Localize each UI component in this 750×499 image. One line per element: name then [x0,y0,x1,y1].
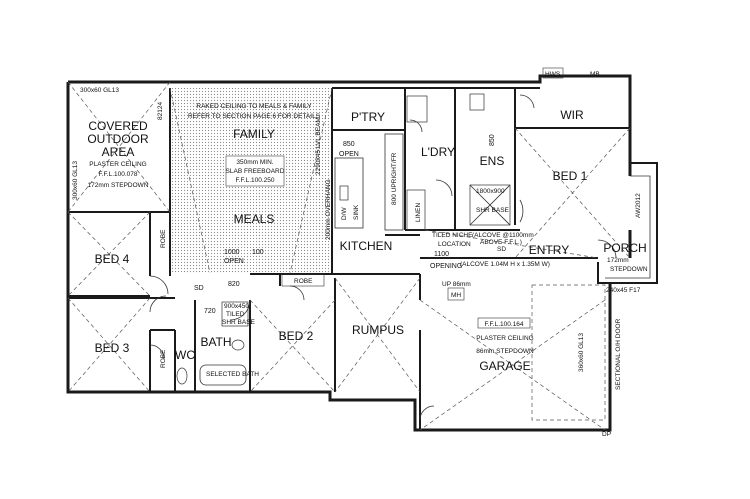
room-bed2: BED 2 [279,329,314,343]
room-entry: ENTRY [529,243,569,257]
note-opening-1100: 1100 [434,251,449,258]
room-laundry: L'DRY [421,145,455,159]
kitchen-bench [334,95,428,231]
room-bed1: BED 1 [553,169,588,183]
note-oh-door: SECTIONAL O/H DOOR [615,318,622,390]
note-robe-bed2: ROBE [294,278,313,285]
note-vertical-beam: 82124 [157,102,164,120]
internal-walls [68,87,630,430]
note-garage-ceiling: PLASTER CEILING [476,335,533,342]
room-bed3: BED 3 [95,341,130,355]
room-wc: WC [175,348,195,362]
room-bath: BATH [200,335,231,349]
note-tiled-niche: TILED NICHE [432,232,473,239]
note-outdoor-ffl: F.F.L.100.078 [98,171,137,178]
door-swings [149,94,617,421]
note-robe-bed4: ROBE [160,229,167,248]
note-porch-stepdown: 172mm [607,257,629,264]
door-720-a: 720 [204,308,216,315]
note-dw: D/W [341,207,348,221]
note-shower: 1800x900 [476,188,505,195]
ceiling-lines [67,81,631,431]
room-family: FAMILY [233,127,275,141]
note-meals-1000: 1000 [224,249,240,256]
room-covered-outdoor-line2: OUTDOOR [87,132,149,146]
room-pantry: P'TRY [351,110,385,124]
note-hws: HWS [545,71,561,78]
note-raked-1: RAKED CEILING TO MEALS & FAMILY [196,103,312,110]
note-shr-base: SHR BASE [476,207,510,214]
note-mb: MB [590,71,600,78]
room-rumpus: RUMPUS [352,323,404,337]
note-opening-label: OPENING [430,263,462,270]
porch-outline [597,162,658,284]
note-lvl-beam: 2290x45 LVL BEAM [315,117,322,175]
note-above-ffl: ABOVE F.F.L.) [480,239,522,246]
note-outdoor-ceiling: PLASTER CEILING [89,161,146,168]
note-location: LOCATION [438,241,471,248]
note-mh: MH [451,292,461,299]
note-vanity: 900x450 [224,303,249,310]
outer-walls [66,74,632,432]
room-garage: GARAGE [479,359,530,373]
room-ensuite: ENS [480,154,505,168]
note-aw: AW2012 [635,193,642,218]
room-kitchen: KITCHEN [340,239,393,253]
hws-box [542,67,564,79]
note-garage-ffl: F.F.L.100.164 [484,321,523,328]
note-pantry-850: 850 [343,141,355,148]
note-up-86: UP 86mm [442,281,471,288]
note-porch-beam: 240x45 F17 [606,287,641,294]
note-linen: LINEN [415,203,422,222]
note-bath-selected: SELECTED BATH [206,371,259,378]
note-sd-entry: SD [497,246,506,253]
room-covered-outdoor-line1: COVERED [88,119,148,133]
note-upright: 800 UPRIGHT/FR [391,152,398,205]
note-meals-100: 100 [252,249,264,256]
note-alcove: (ALCOVE @1100mm [472,232,534,239]
note-outdoor-side-beam: 300x60 GL13 [72,161,79,200]
robe-bed2 [281,273,325,287]
note-vanity-3: SHR BASE [222,319,256,326]
garage-ffl-box [477,317,531,329]
note-outdoor-beam: 300x60 GL13 [80,87,119,94]
slab-note-box [225,155,285,187]
note-slab-2: SLAB FREEBOARD [226,168,285,175]
note-raked-2: REFER TO SECTION PAGE 6 FOR DETAILS [188,113,321,120]
note-slab-3: F.F.L.100.250 [235,177,274,184]
room-meals: MEALS [234,212,275,226]
room-wir: WIR [560,108,584,122]
room-porch: PORCH [603,241,646,255]
note-robe-bed3: ROBE [160,349,167,368]
note-sink: SINK [353,204,360,220]
note-garage-stepdown: 86mm STEPDOWN [476,348,534,355]
fixtures [176,93,511,386]
note-sd-hall: SD [194,285,204,292]
note-vanity-2: TILED [226,311,245,318]
note-porch-stepdown-2: STEPDOWN [610,266,648,273]
note-outdoor-stepdown: 172mm STEPDOWN [87,182,148,189]
note-dp: DP [602,431,611,438]
room-bed4: BED 4 [95,252,130,266]
note-alcove-2: (ALCOVE 1.04M H x 1.35M W) [460,261,550,268]
room-covered-outdoor-line3: AREA [102,145,135,159]
note-pantry-open: OPEN [339,151,359,158]
door-820-a: 820 [228,281,240,288]
note-meals-open: OPEN [224,258,244,265]
note-ens-850: 850 [489,134,496,146]
note-overhang: 200mm OVERHANG [325,179,332,240]
note-garage-beam: 360x60 GL13 [578,333,585,372]
manhole-box [447,287,465,301]
note-slab-1: 350mm MIN. [236,159,273,166]
